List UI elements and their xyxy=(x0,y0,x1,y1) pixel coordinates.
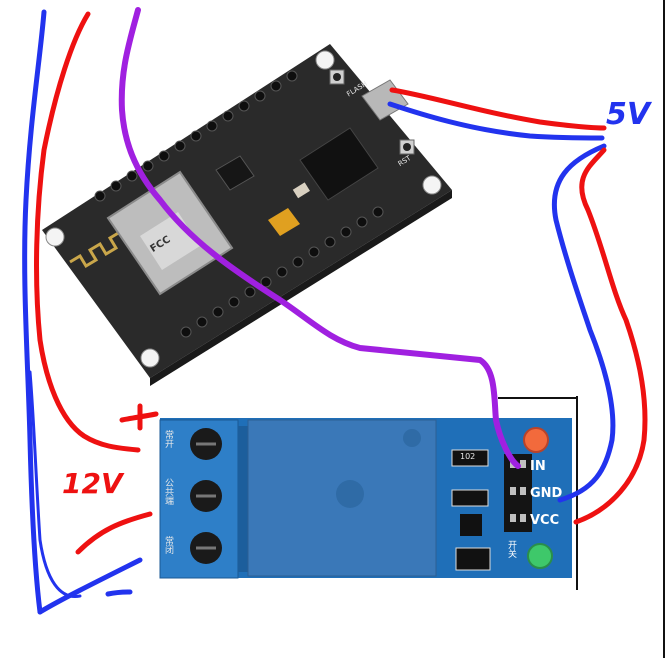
diode xyxy=(455,547,491,571)
wire-blue-gnd xyxy=(552,143,616,503)
pin-vcc-metal xyxy=(520,514,526,522)
relay-body-mark xyxy=(336,480,364,508)
pin-label-vcc: VCC xyxy=(530,513,560,528)
led-status xyxy=(527,543,553,569)
wire-red-vcc xyxy=(573,147,648,525)
wire-purple-signal xyxy=(118,7,521,469)
transistor xyxy=(460,514,482,536)
terminal-label-no: 常闭 xyxy=(163,536,173,554)
terminal-label-nc: 常开 xyxy=(163,430,173,448)
wire-blue-left xyxy=(22,9,47,615)
mount-hole xyxy=(315,50,335,70)
rst-button-cap xyxy=(403,143,411,151)
board-edge xyxy=(150,190,452,386)
wire-red-left xyxy=(34,11,141,453)
wire-blue-left-branch xyxy=(28,370,82,598)
wire-red-12v xyxy=(75,511,153,555)
mount-hole xyxy=(422,175,442,195)
smd-resistor xyxy=(451,489,489,507)
mount-hole xyxy=(140,348,160,368)
minus-stroke xyxy=(105,589,133,597)
pin-label-gnd: GND xyxy=(530,486,563,501)
crystal xyxy=(292,182,310,199)
pin-vcc-metal xyxy=(510,514,516,522)
flash-button-cap xyxy=(333,73,341,81)
relay-body-mark xyxy=(403,429,421,447)
pin-in-metal xyxy=(520,460,526,468)
header-pins-top xyxy=(94,70,298,202)
mount-hole xyxy=(45,227,65,247)
label-12v: 12V xyxy=(62,467,123,500)
wire-blue-to-minus xyxy=(37,557,143,615)
switch-label: 开关 xyxy=(506,540,516,558)
wire-red-5v xyxy=(389,87,607,131)
wire-blue-5v xyxy=(387,101,605,141)
nodemcu-board xyxy=(42,44,452,386)
pin-label-in: IN xyxy=(530,459,546,474)
usb-serial-chip xyxy=(299,127,379,201)
terminal-side xyxy=(238,426,248,572)
relay-module xyxy=(159,396,578,590)
terminal-label-com: 公共端 xyxy=(163,478,173,505)
pin-gnd-metal xyxy=(520,487,526,495)
voltage-regulator xyxy=(215,155,255,191)
antenna-trace xyxy=(69,230,121,269)
capacitor xyxy=(268,208,300,236)
led-power xyxy=(523,427,549,453)
label-5v: 5V xyxy=(606,97,651,132)
header-pins-bottom xyxy=(180,206,384,338)
board-pcb xyxy=(42,44,452,378)
pin-gnd-metal xyxy=(510,487,516,495)
wires xyxy=(22,7,648,615)
resistor-label: 102 xyxy=(460,452,476,461)
smd-resistor xyxy=(451,449,489,467)
